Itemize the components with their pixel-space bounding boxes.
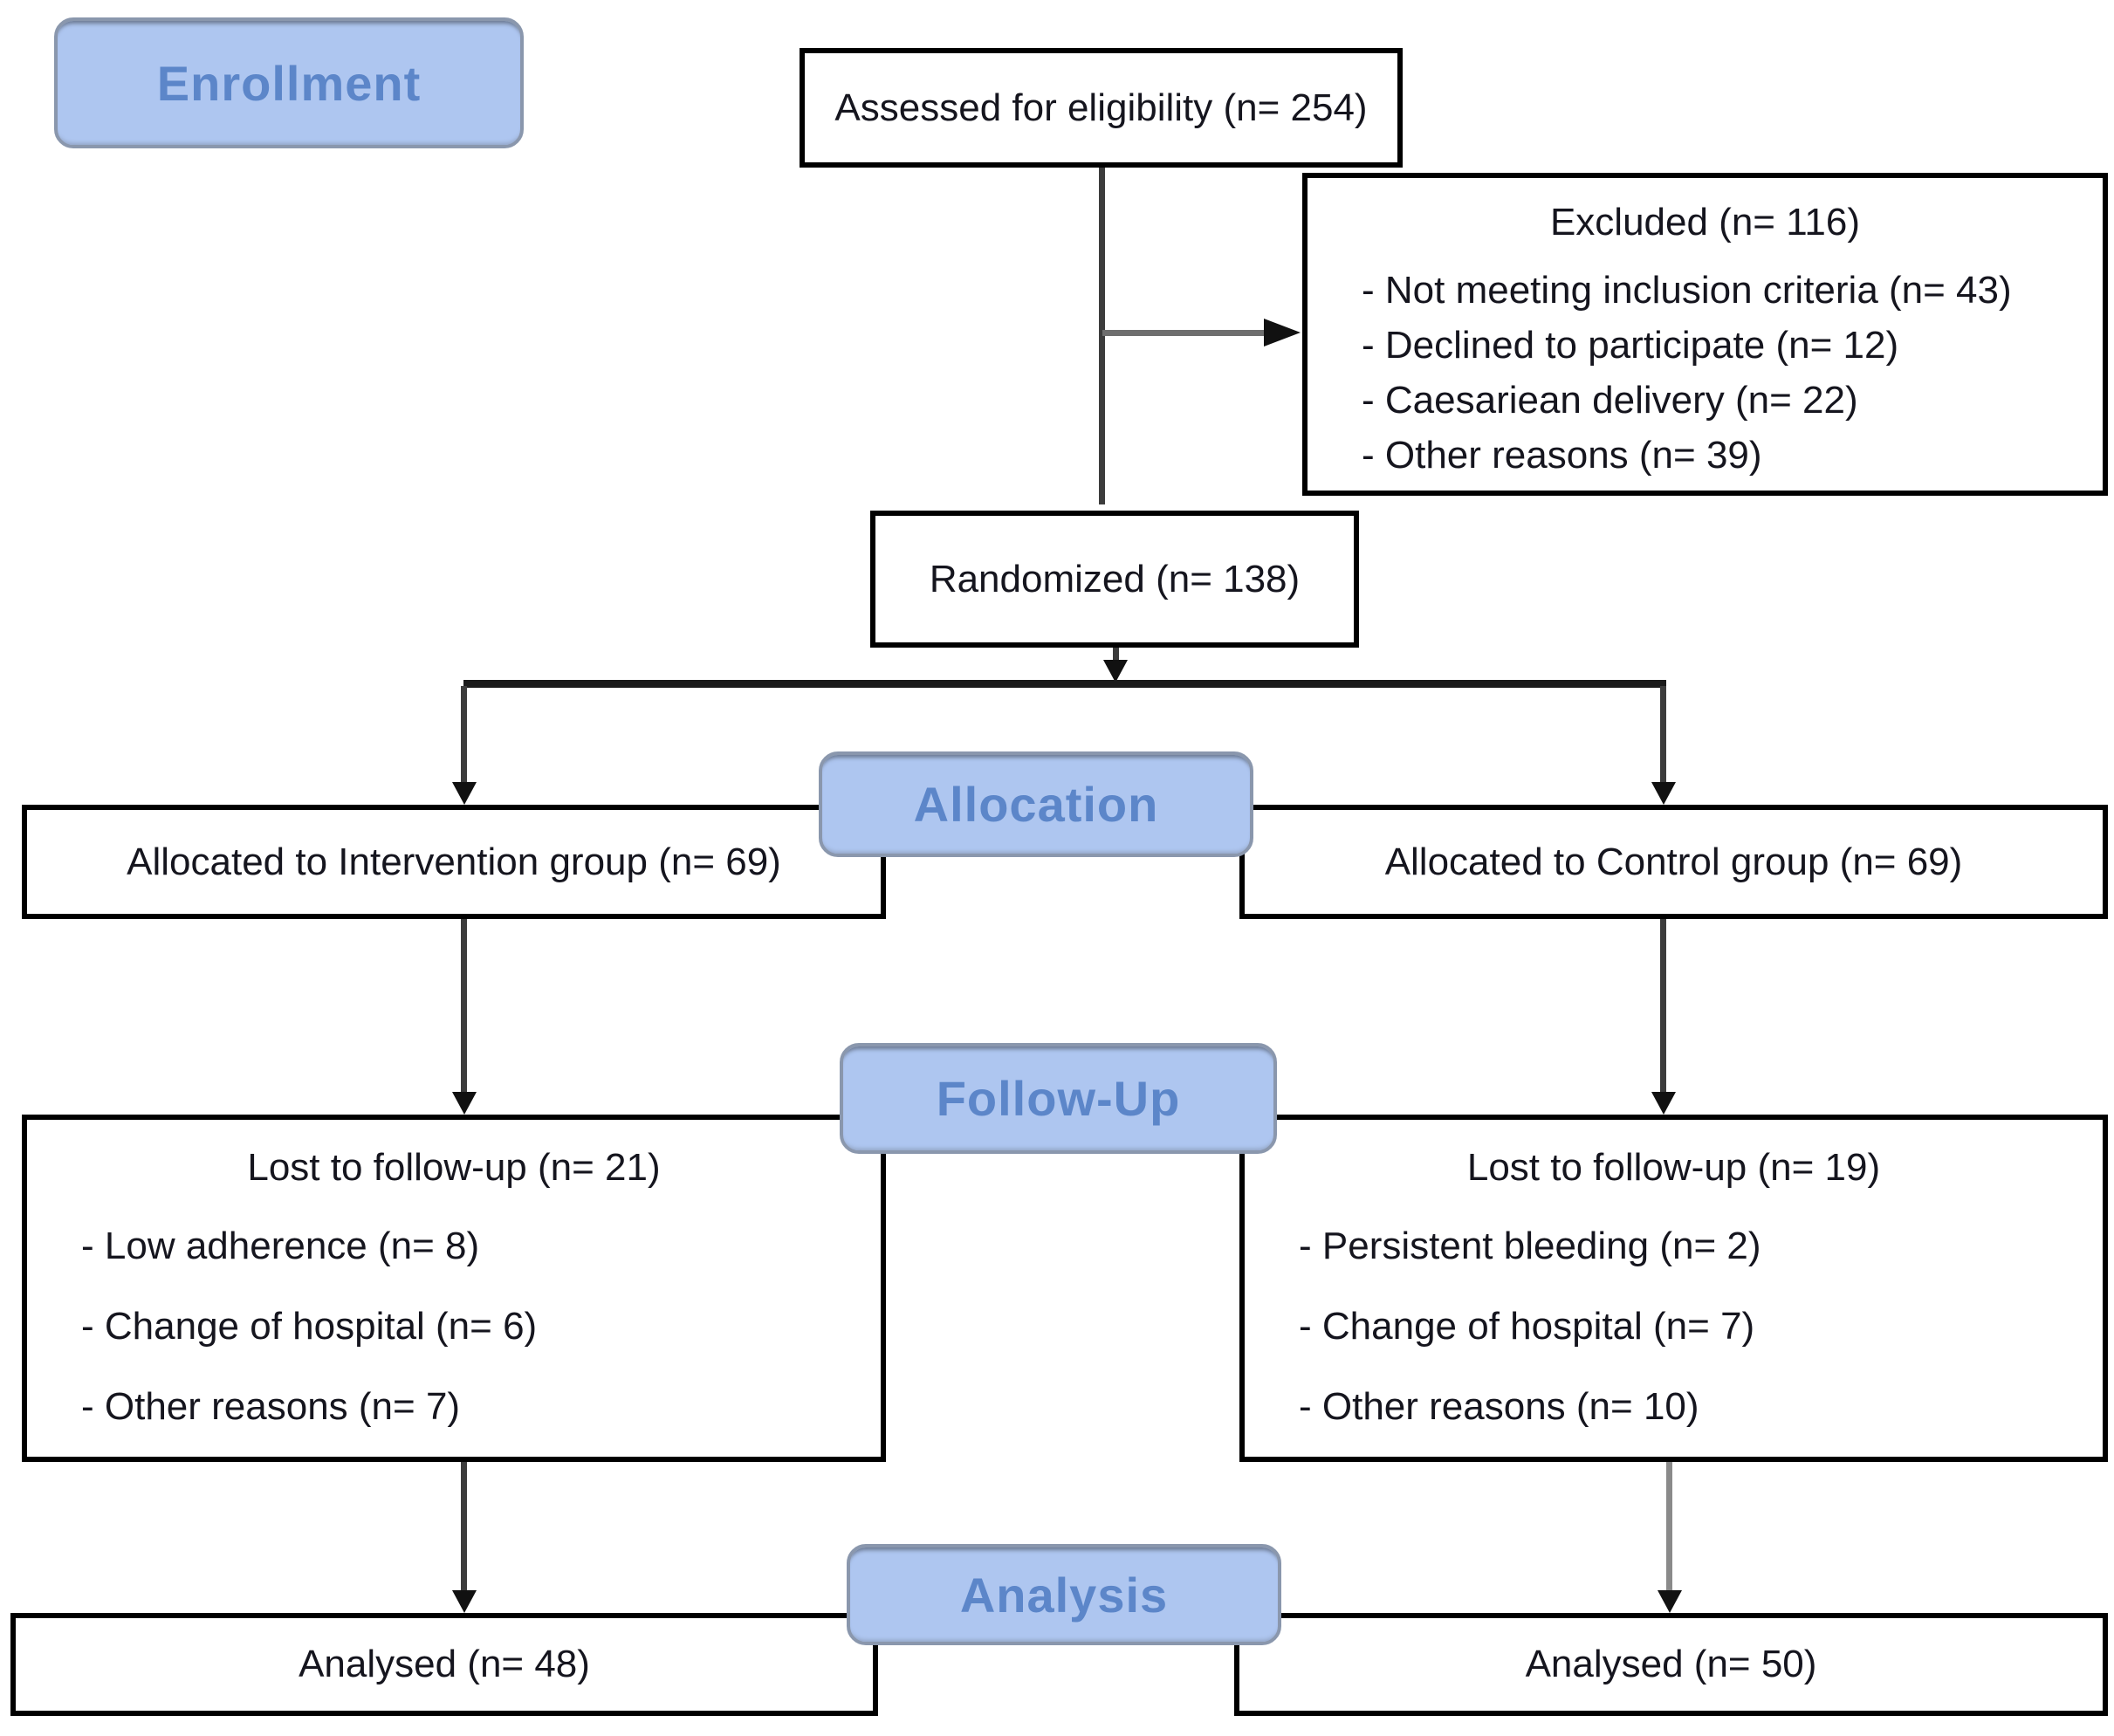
- branch-bar: [463, 680, 1666, 688]
- analysed-control-box: Analysed (n= 50): [1234, 1613, 2108, 1716]
- connector-intervention-to-lost: [461, 919, 467, 1094]
- lost-control-items: - Persistent bleeding (n= 2) - Change of…: [1245, 1223, 2103, 1431]
- arrowhead-down-analysed-control-icon: [1658, 1590, 1682, 1613]
- stage-label-analysis: Analysis: [847, 1544, 1281, 1645]
- analysed-control-label: Analysed (n= 50): [1525, 1643, 1817, 1685]
- lost-intervention-item: - Other reasons (n= 7): [81, 1385, 461, 1428]
- analysed-intervention-label: Analysed (n= 48): [299, 1643, 590, 1685]
- arrowhead-down-intervention-icon: [452, 782, 477, 805]
- stage-label-allocation: Allocation: [819, 751, 1253, 857]
- allocated-control-label: Allocated to Control group (n= 69): [1384, 840, 1963, 883]
- lost-intervention-item: - Change of hospital (n= 6): [81, 1305, 538, 1348]
- stage-label-enrollment: Enrollment: [54, 17, 524, 148]
- assessed-label: Assessed for eligibility (n= 254): [834, 86, 1368, 129]
- lost-intervention-items: - Low adherence (n= 8) - Change of hospi…: [27, 1223, 881, 1431]
- allocated-intervention-label: Allocated to Intervention group (n= 69): [127, 840, 781, 883]
- assessed-box: Assessed for eligibility (n= 254): [800, 48, 1403, 168]
- arrowhead-down-analysed-intervention-icon: [452, 1590, 477, 1613]
- arrowhead-right-excluded-icon: [1264, 319, 1301, 347]
- stage-label-allocation-text: Allocation: [913, 777, 1159, 832]
- connector-lost-to-analysed-intervention: [461, 1459, 467, 1590]
- arrowhead-down-lost-control-icon: [1651, 1092, 1676, 1115]
- excluded-items: - Not meeting inclusion criteria (n= 43)…: [1308, 267, 2103, 479]
- lost-control-title: Lost to follow-up (n= 19): [1466, 1146, 1881, 1189]
- stage-label-followup: Follow-Up: [840, 1043, 1277, 1154]
- excluded-item: - Not meeting inclusion criteria (n= 43): [1362, 269, 2012, 312]
- lost-intervention-item: - Low adherence (n= 8): [81, 1225, 480, 1267]
- allocated-control-box: Allocated to Control group (n= 69): [1239, 805, 2108, 919]
- excluded-box: Excluded (n= 116) - Not meeting inclusio…: [1302, 173, 2108, 496]
- allocated-intervention-box: Allocated to Intervention group (n= 69): [22, 805, 886, 919]
- arrowhead-down-branch-icon: [1103, 660, 1128, 683]
- connector-control-to-lost: [1660, 919, 1666, 1094]
- connector-to-excluded: [1102, 330, 1266, 336]
- excluded-item: - Declined to participate (n= 12): [1362, 324, 1899, 367]
- lost-intervention-title: Lost to follow-up (n= 21): [247, 1146, 661, 1189]
- connector-branch-to-control: [1660, 686, 1666, 784]
- lost-control-item: - Other reasons (n= 10): [1299, 1385, 1699, 1428]
- stage-label-enrollment-text: Enrollment: [156, 55, 422, 111]
- excluded-item: - Caesariean delivery (n= 22): [1362, 379, 1858, 422]
- randomized-box: Randomized (n= 138): [870, 511, 1359, 648]
- lost-intervention-box: Lost to follow-up (n= 21) - Low adherenc…: [22, 1115, 886, 1462]
- stage-label-analysis-text: Analysis: [959, 1567, 1169, 1623]
- connector-randomized-to-branch: [1113, 648, 1119, 663]
- arrowhead-down-lost-intervention-icon: [452, 1092, 477, 1115]
- lost-control-box: Lost to follow-up (n= 19) - Persistent b…: [1239, 1115, 2108, 1462]
- lost-control-item: - Persistent bleeding (n= 2): [1299, 1225, 1761, 1267]
- arrowhead-down-control-icon: [1651, 782, 1676, 805]
- analysed-intervention-box: Analysed (n= 48): [10, 1613, 878, 1716]
- connector-lost-to-analysed-control: [1666, 1459, 1672, 1590]
- lost-control-item: - Change of hospital (n= 7): [1299, 1305, 1755, 1348]
- connector-branch-to-intervention: [461, 686, 467, 784]
- stage-label-followup-text: Follow-Up: [936, 1071, 1181, 1126]
- excluded-title: Excluded (n= 116): [1549, 201, 1861, 244]
- randomized-label: Randomized (n= 138): [929, 557, 1301, 600]
- connector-assessed-to-randomized: [1099, 168, 1105, 504]
- excluded-item: - Other reasons (n= 39): [1362, 434, 1762, 477]
